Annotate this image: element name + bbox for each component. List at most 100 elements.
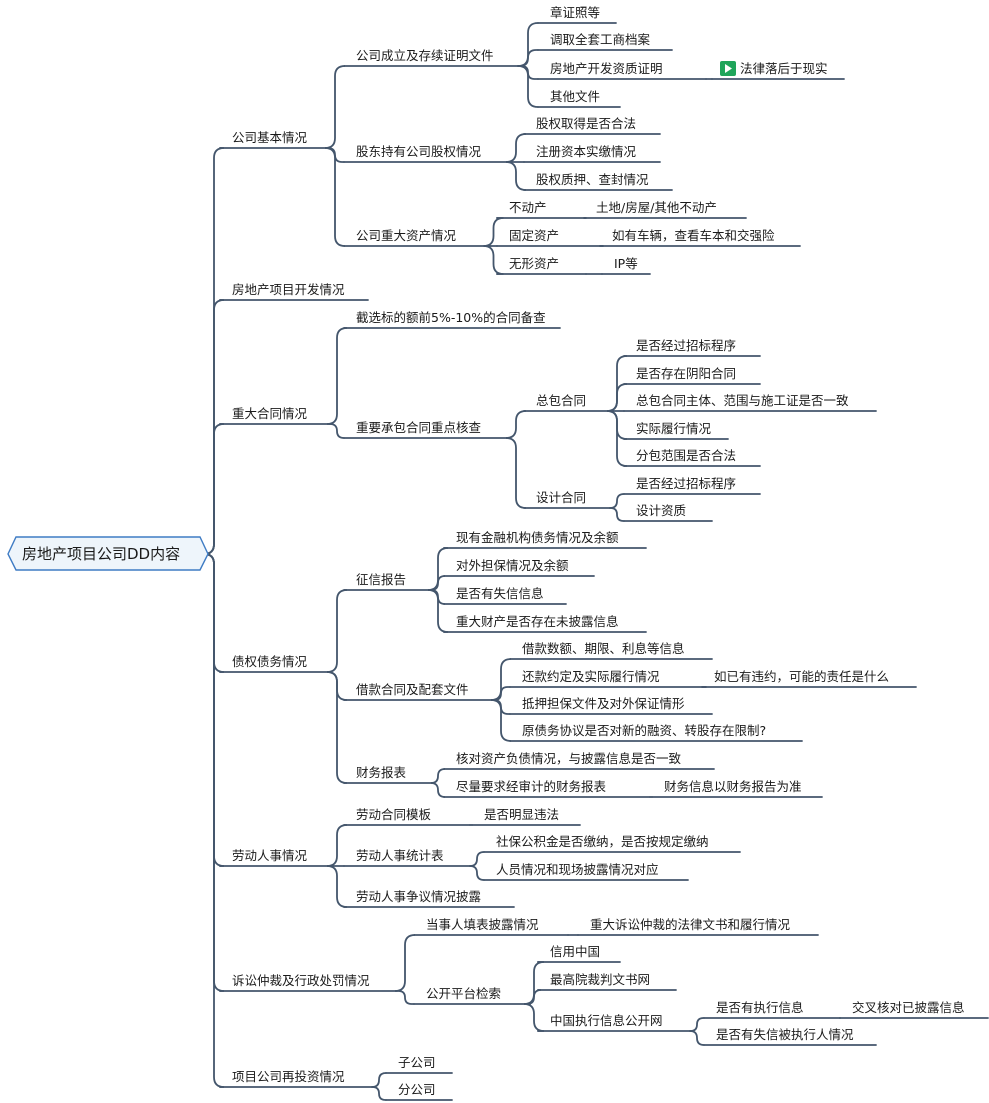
- topic-label: 重要承包合同重点核查: [356, 420, 482, 435]
- topic-a4b3c1[interactable]: 核对资产负债情况，与披露信息是否一致: [443, 751, 715, 770]
- topic-a5b2c1[interactable]: 社保公积金是否缴纳，是否按规定缴纳: [483, 834, 741, 853]
- topic-a3b2c1d1[interactable]: 是否经过招标程序: [623, 338, 761, 357]
- topic-a4b2c2d1[interactable]: 如已有违约，可能的责任是什么: [701, 669, 917, 688]
- topic-a4b1c1[interactable]: 现有金融机构债务情况及余额: [443, 530, 647, 549]
- topic-label: 注册资本实缴情况: [536, 144, 637, 159]
- connector-a1b2c1: [505, 133, 527, 163]
- topic-a1b3c1[interactable]: 不动产: [496, 200, 587, 219]
- topic-a4b2c1[interactable]: 借款数额、期限、利息等信息: [509, 641, 713, 660]
- topic-a3b2c1d5[interactable]: 分包范围是否合法: [623, 448, 761, 467]
- topic-a3b2c1d2[interactable]: 是否存在阴阳合同: [623, 366, 761, 385]
- topic-label: 是否经过招标程序: [636, 476, 736, 491]
- topic-a5b1[interactable]: 劳动合同模板: [343, 807, 471, 826]
- topic-a3b2c1d4[interactable]: 实际履行情况: [623, 421, 729, 440]
- topic-a4b2c3[interactable]: 抵押担保文件及对外保证情形: [509, 696, 713, 715]
- topic-label: 公开平台检索: [426, 986, 501, 1001]
- topic-label: 重大财产是否存在未披露信息: [456, 614, 619, 629]
- topic-label: 不动产: [509, 200, 547, 215]
- play-icon: [720, 61, 736, 76]
- topic-label: 现有金融机构债务情况及余额: [456, 530, 619, 545]
- topic-label: 信用中国: [550, 944, 600, 959]
- root-node[interactable]: 房地产项目公司DD内容: [7, 536, 209, 571]
- topic-a1b1c3d1[interactable]: 法律落后于现实: [711, 61, 845, 80]
- topic-a5b2c2[interactable]: 人员情况和现场披露情况对应: [483, 862, 689, 881]
- topic-label: 项目公司再投资情况: [232, 1069, 345, 1084]
- connector-a4b1: [326, 589, 348, 673]
- topic-a1b2c3[interactable]: 股权质押、查封情况: [523, 172, 673, 191]
- topic-label: 调取全套工商档案: [550, 32, 651, 47]
- topic-a3b2c2d2[interactable]: 设计资质: [623, 503, 713, 522]
- topic-a3b2[interactable]: 重要承包合同重点核查: [343, 420, 509, 439]
- topic-a5b2[interactable]: 劳动人事统计表: [343, 848, 471, 867]
- topic-a4b2c4[interactable]: 原债务协议是否对新的融资、转股存在限制?: [509, 723, 803, 742]
- topic-a6b2c2[interactable]: 最高院裁判文书网: [537, 972, 677, 991]
- topic-label: 债权债务情况: [232, 654, 308, 669]
- topic-label: 公司基本情况: [232, 130, 308, 145]
- topic-a1b2c1[interactable]: 股权取得是否合法: [523, 116, 661, 135]
- topic-a4[interactable]: 债权债务情况: [219, 654, 331, 673]
- topic-a6b2c3d1e1[interactable]: 交叉核对已披露信息: [839, 1000, 989, 1019]
- topic-a1b3c1d1[interactable]: 土地/房屋/其他不动产: [583, 200, 747, 219]
- topic-a1b1c1[interactable]: 章证照等: [537, 5, 617, 24]
- topic-label: 借款合同及配套文件: [356, 682, 469, 697]
- topic-label: 劳动人事统计表: [356, 848, 444, 863]
- topic-a5b3[interactable]: 劳动人事争议情况披露: [343, 889, 515, 908]
- topic-a6b2c3d2[interactable]: 是否有失信被执行人情况: [703, 1027, 877, 1046]
- topic-a1b3c2d1[interactable]: 如有车辆，查看车本和交强险: [599, 228, 801, 247]
- topic-a1b2c2[interactable]: 注册资本实缴情况: [523, 144, 661, 163]
- topic-a1b1c3[interactable]: 房地产开发资质证明: [537, 61, 707, 80]
- topic-a3b1[interactable]: 截选标的额前5%-10%的合同备查: [343, 310, 561, 329]
- topic-label: 中国执行信息公开网: [550, 1013, 663, 1028]
- topic-a1b1c2[interactable]: 调取全套工商档案: [537, 32, 673, 51]
- topic-a1b1c4[interactable]: 其他文件: [537, 89, 621, 108]
- topic-a5b1c1[interactable]: 是否明显违法: [471, 807, 581, 826]
- topic-a1b3c3[interactable]: 无形资产: [496, 256, 587, 275]
- topic-a4b2c2[interactable]: 还款约定及实际履行情况: [509, 669, 707, 688]
- connector-a5b2c2: [469, 865, 485, 881]
- topic-a3[interactable]: 重大合同情况: [219, 406, 331, 425]
- topic-a1b2[interactable]: 股东持有公司股权情况: [343, 144, 509, 163]
- topic-label: 分包范围是否合法: [636, 448, 736, 463]
- connector-a3b2c2: [505, 437, 527, 509]
- topic-a3b2c2[interactable]: 设计合同: [523, 490, 611, 509]
- topic-label: 借款数额、期限、利息等信息: [522, 641, 685, 656]
- topic-a4b1[interactable]: 征信报告: [343, 572, 433, 591]
- topic-a6b2c1[interactable]: 信用中国: [537, 944, 621, 963]
- topic-a2[interactable]: 房地产项目开发情况: [219, 282, 369, 301]
- topic-a4b1c4[interactable]: 重大财产是否存在未披露信息: [443, 614, 647, 633]
- topic-a6b2c3d1[interactable]: 是否有执行信息: [703, 1000, 841, 1019]
- connector-a3b2c2d2: [609, 507, 625, 522]
- connector-a6b2: [395, 990, 415, 1005]
- topic-a6b2[interactable]: 公开平台检索: [413, 986, 531, 1005]
- topic-a6[interactable]: 诉讼仲裁及行政处罚情况: [219, 973, 397, 992]
- topic-label: 原债务协议是否对新的融资、转股存在限制?: [522, 723, 766, 738]
- topic-a1b1[interactable]: 公司成立及存续证明文件: [343, 48, 519, 67]
- topic-a7b1[interactable]: 子公司: [385, 1055, 453, 1074]
- topic-a7[interactable]: 项目公司再投资情况: [219, 1069, 373, 1088]
- topic-a5[interactable]: 劳动人事情况: [219, 848, 331, 867]
- topic-a6b2c3[interactable]: 中国执行信息公开网: [537, 1013, 691, 1032]
- topic-label: 尽量要求经审计的财务报表: [456, 779, 607, 794]
- topic-a4b1c2[interactable]: 对外担保情况及余额: [443, 558, 595, 577]
- topic-label: 是否有执行信息: [716, 1000, 804, 1015]
- topic-a3b2c1[interactable]: 总包合同: [523, 393, 611, 412]
- topic-a6b1[interactable]: 当事人填表披露情况: [413, 917, 569, 936]
- topic-a3b2c1d3[interactable]: 总包合同主体、范围与施工证是否一致: [623, 393, 877, 412]
- topic-label: 是否有失信信息: [456, 586, 544, 601]
- topic-a7b2[interactable]: 分公司: [385, 1082, 453, 1101]
- connector-a1b2c3: [505, 161, 527, 191]
- connector-a5b3: [326, 865, 348, 908]
- topic-a4b3c2[interactable]: 尽量要求经审计的财务报表: [443, 779, 651, 798]
- topic-label: 是否经过招标程序: [636, 338, 736, 353]
- topic-a1[interactable]: 公司基本情况: [219, 130, 327, 149]
- topic-a1b3c3d1[interactable]: IP等: [601, 256, 651, 275]
- topic-a4b2[interactable]: 借款合同及配套文件: [343, 682, 493, 701]
- topic-a3b2c2d1[interactable]: 是否经过招标程序: [623, 476, 761, 495]
- topic-a4b1c3[interactable]: 是否有失信信息: [443, 586, 567, 605]
- topic-a4b3[interactable]: 财务报表: [343, 765, 433, 784]
- topic-a6b1c1[interactable]: 重大诉讼仲裁的法律文书和履行情况: [577, 917, 819, 936]
- topic-a4b3c2d1[interactable]: 财务信息以财务报告为准: [651, 779, 823, 798]
- topic-a1b3[interactable]: 公司重大资产情况: [343, 228, 491, 247]
- topic-a1b3c2[interactable]: 固定资产: [496, 228, 604, 247]
